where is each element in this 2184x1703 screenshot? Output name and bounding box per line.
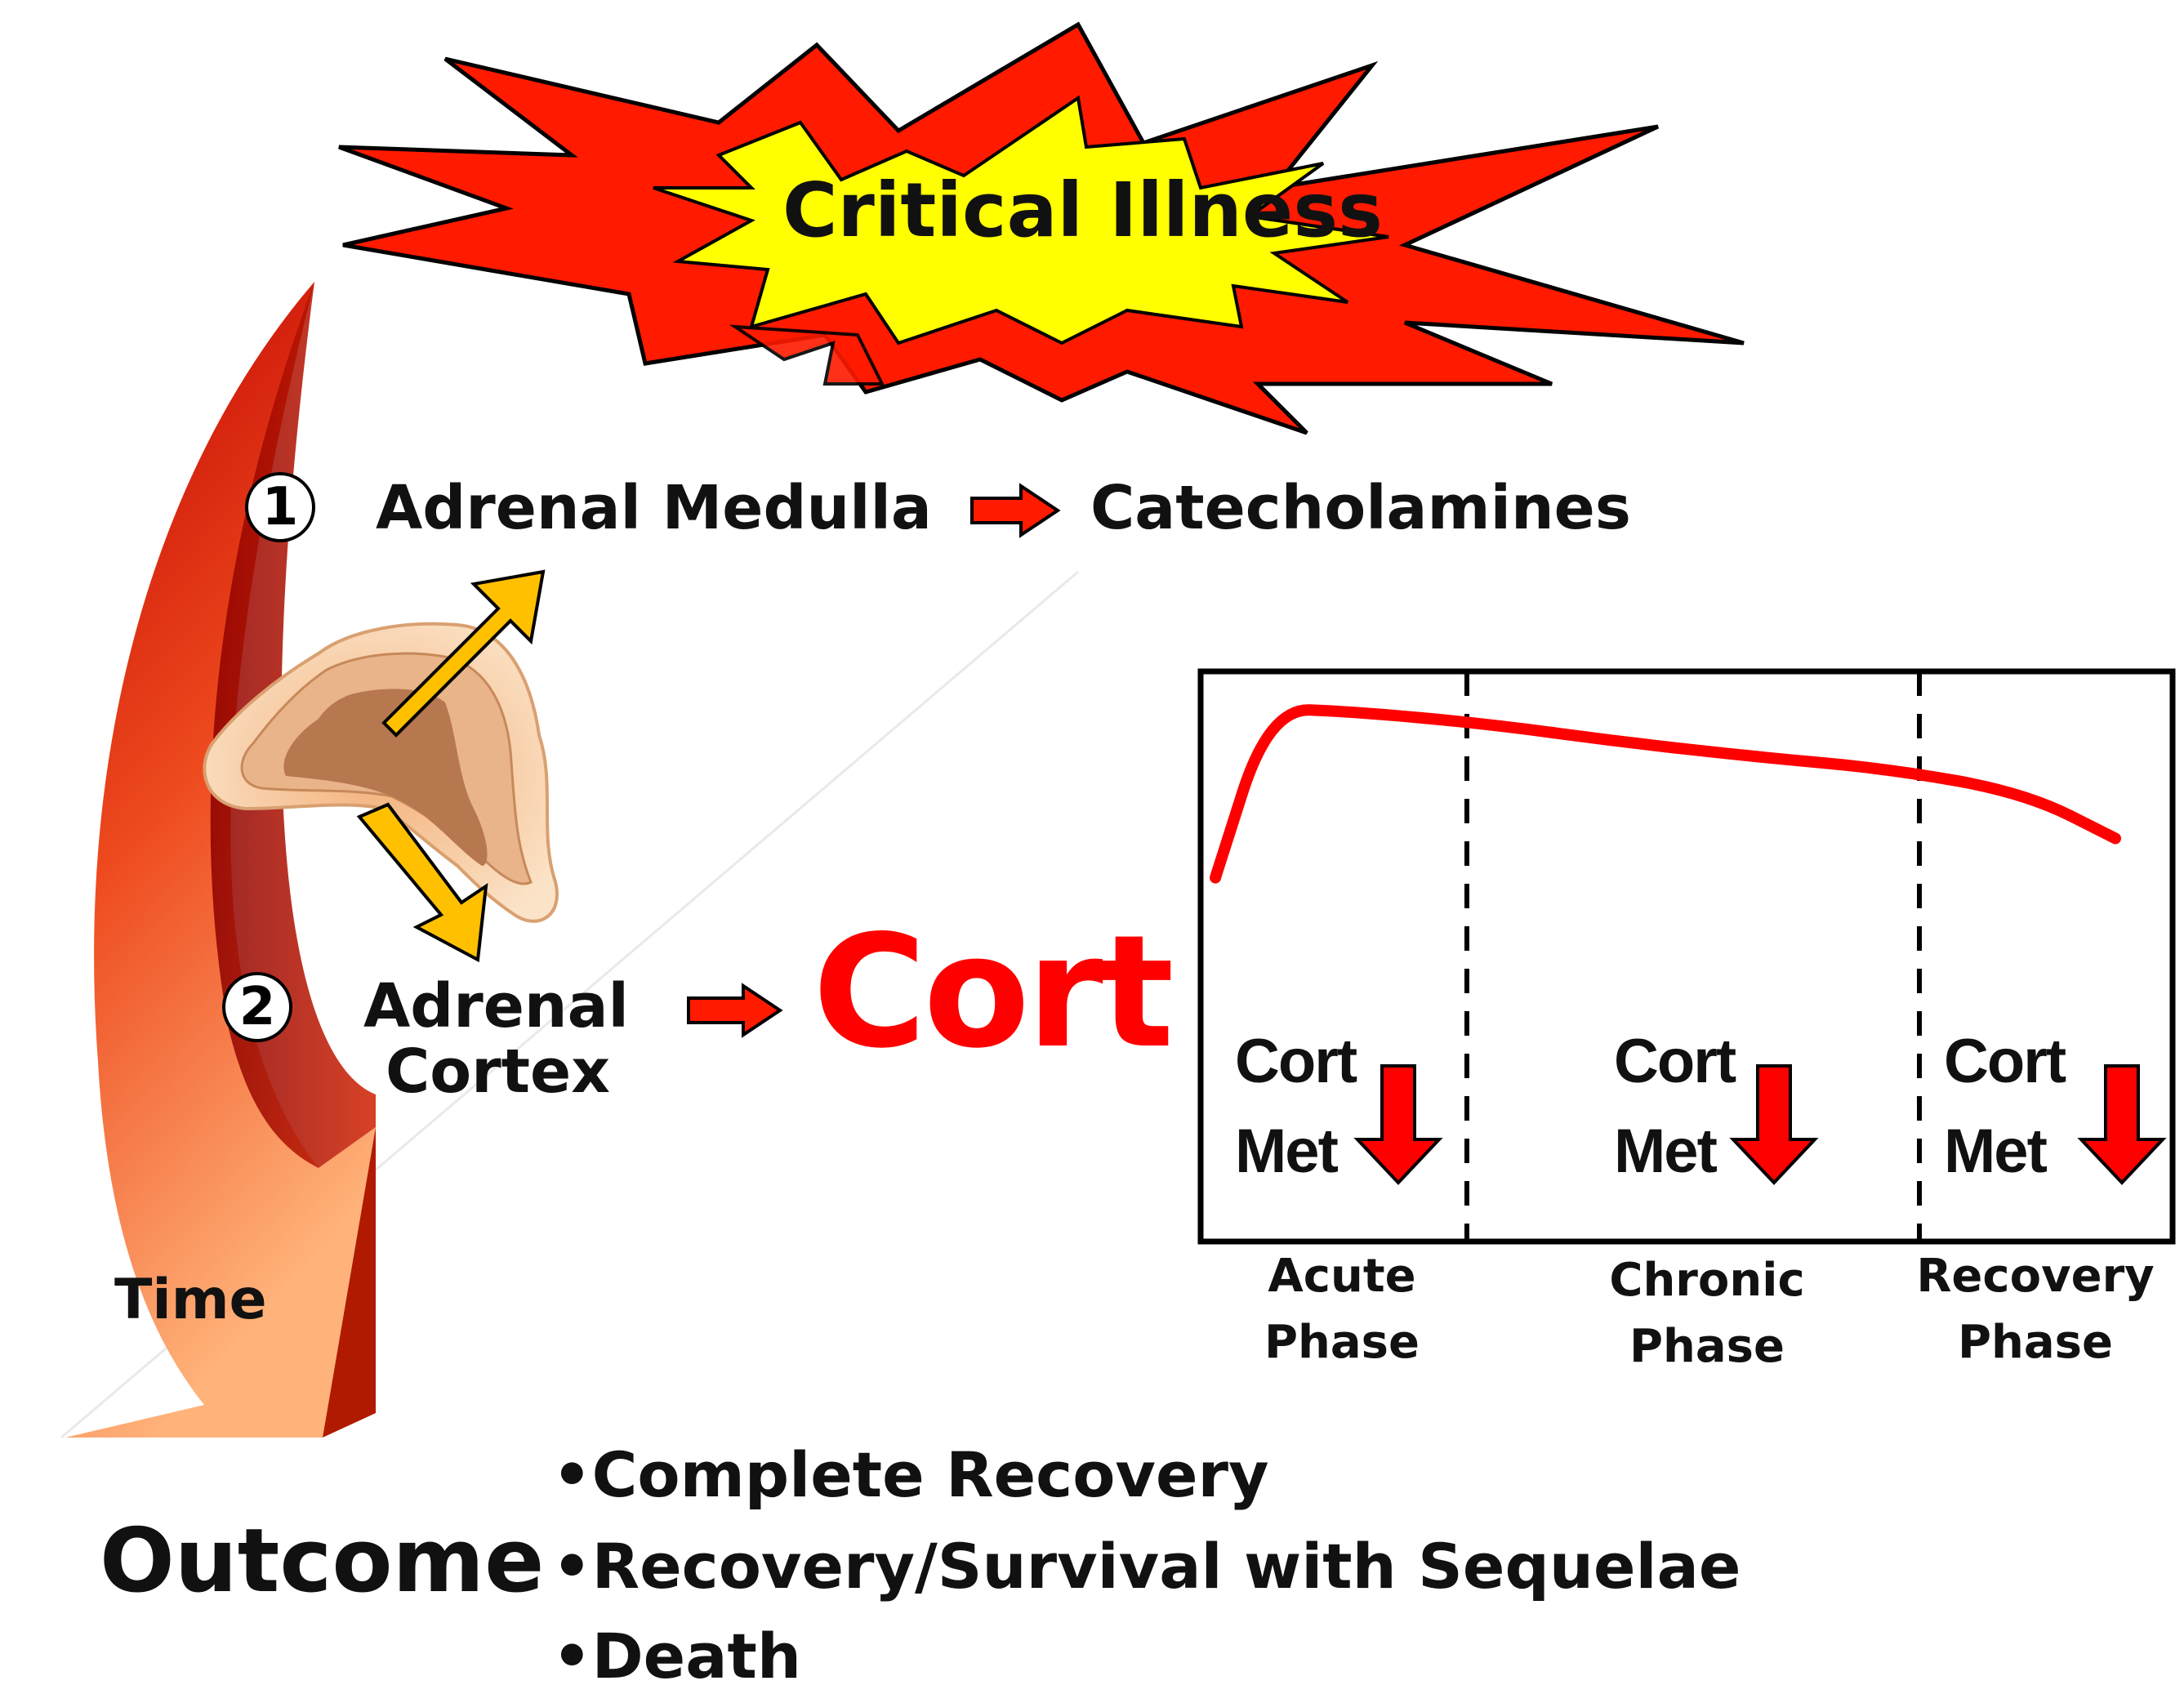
step-2-badge: 2 [222, 972, 292, 1042]
step-2-number: 2 [238, 977, 276, 1037]
chronic-phase-line2: Phase [1629, 1320, 1785, 1374]
recovery-phase-caption: Recovery Phase [1905, 1243, 2166, 1375]
medulla-to-catecholamines-arrow [970, 483, 1061, 538]
step-1-badge: 1 [245, 472, 315, 542]
recovery-met-label: Met [1944, 1117, 2048, 1186]
chronic-phase-caption: Chronic Phase [1576, 1247, 1838, 1380]
acute-phase-line2: Phase [1264, 1316, 1420, 1370]
critical-illness-title: Critical Illness [782, 167, 1383, 254]
acute-cort-label: Cort [1235, 1027, 1357, 1096]
recovery-cort-label: Cort [1944, 1027, 2066, 1096]
recovery-phase-line1: Recovery [1916, 1250, 2155, 1303]
medulla-arrow [381, 569, 546, 738]
phase-2-down-arrow [1729, 1064, 1819, 1185]
chronic-cort-label: Cort [1614, 1027, 1736, 1096]
recovery-phase-line2: Phase [1957, 1316, 2113, 1370]
adrenal-cortex-label-line1: Adrenal [363, 971, 629, 1041]
adrenal-cortex-label-line2: Cortex [386, 1037, 610, 1107]
outcome-item-death: •Death [552, 1620, 801, 1692]
burst-shadow [729, 324, 885, 386]
catecholamines-label: Catecholamines [1090, 473, 1631, 543]
cortex-to-cort-arrow [687, 983, 783, 1038]
acute-phase-caption: Acute Phase [1211, 1243, 1473, 1375]
outcome-item-recovery-sequelae: •Recovery/Survival with Sequelae [552, 1530, 1741, 1603]
outcome-label: Outcome [100, 1510, 545, 1612]
acute-phase-line1: Acute [1268, 1250, 1416, 1303]
adrenal-medulla-label: Adrenal Medulla [376, 473, 932, 543]
time-arrow-head-side [323, 1127, 376, 1438]
cort-label: Cort [813, 902, 1174, 1082]
phase-1-down-arrow [1353, 1064, 1443, 1185]
phase-3-down-arrow [2077, 1064, 2167, 1185]
adrenal-gland-image [203, 622, 559, 923]
cortisol-curve [1210, 704, 2121, 884]
acute-met-label: Met [1235, 1117, 1339, 1186]
chronic-phase-line1: Chronic [1609, 1254, 1805, 1307]
time-label: Time [114, 1268, 267, 1332]
burst-inner [653, 95, 1389, 346]
outcome-item-complete-recovery: •Complete Recovery [552, 1438, 1269, 1511]
chronic-met-label: Met [1614, 1117, 1718, 1186]
step-1-number: 1 [261, 477, 299, 537]
cortex-arrow [356, 802, 488, 963]
